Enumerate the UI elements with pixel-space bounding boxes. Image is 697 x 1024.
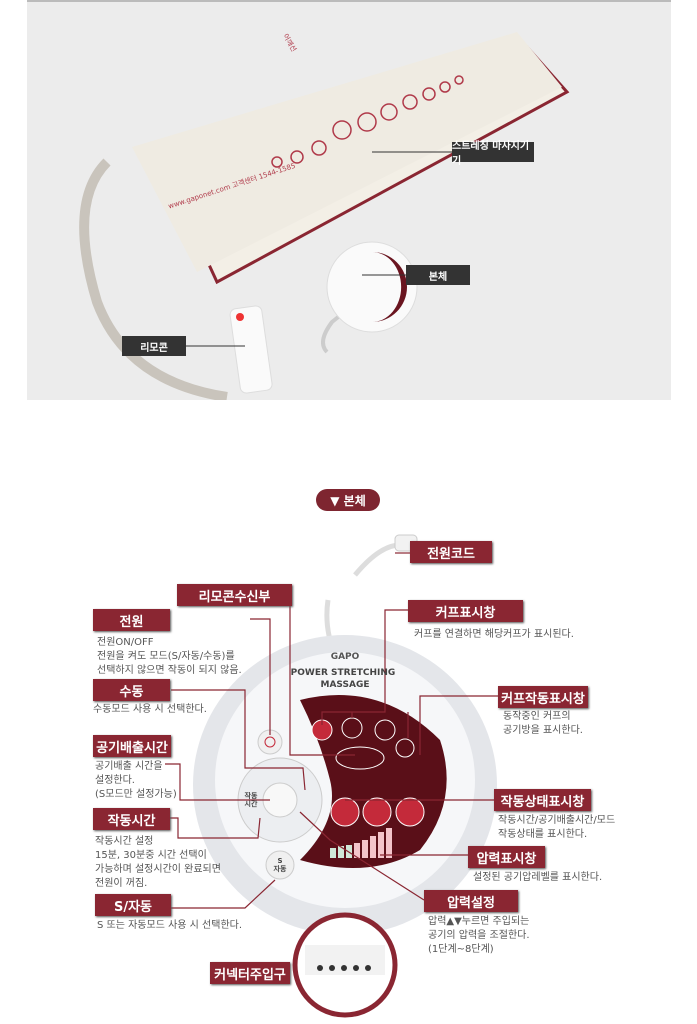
label-s-auto: S/자동 (95, 894, 171, 916)
desc-cup-display: 커프를 연결하면 해당커프가 표시된다. (414, 629, 574, 640)
section-title: ▼ 본체 (316, 489, 380, 511)
label-cup-display: 커프표시창 (408, 600, 523, 622)
desc-air-release: 공기배출 시간을 설정한다. (S모드만 설정가능) (95, 761, 177, 800)
label-connector: 커넥터주입구 (210, 962, 290, 984)
desc-power: 전원ON/OFF 전원을 켜도 모드(S/자동/수동)를 선택하지 않으면 작동… (97, 637, 242, 676)
desc-cup-operation: 동작중인 커프의 공기방을 표시한다. (503, 711, 583, 736)
label-remote-receiver: 리모콘수신부 (177, 584, 292, 606)
callout-remote: 리모콘 (122, 336, 186, 356)
product-photo: www.gaponet.com 고객센터 1544-1585 어깨선 스트레칭 … (27, 0, 671, 400)
mat-illustration (79, 32, 570, 400)
device-brand: GAPO (330, 652, 360, 662)
s-auto-button[interactable]: S 자동 (273, 857, 287, 873)
desc-pressure-display: 설정된 공기압레벨를 표시한다. (473, 872, 603, 883)
label-pressure-setting: 압력설정 (424, 890, 518, 912)
desc-operating-time: 작동시간 설정 15분, 30분중 시간 선택이 가능하며 설정시간이 완료되면… (95, 836, 221, 889)
label-manual: 수동 (93, 679, 170, 701)
label-operating-time: 작동시간 (93, 808, 170, 830)
callout-body: 본체 (406, 265, 470, 285)
desc-manual: 수동모드 사용 시 선택한다. (93, 704, 207, 715)
device-name-2: MASSAGE (320, 680, 370, 690)
label-power-cord: 전원코드 (410, 541, 492, 563)
label-status-display: 작동상태표시창 (494, 789, 591, 811)
desc-pressure-setting: 압력▲▼누르면 주입되는 공기의 압력을 조절한다. (1단계~8단계) (428, 916, 530, 955)
label-air-release: 공기배출시간 (93, 735, 171, 757)
desc-status-display: 작동시간/공기배출시간/모드 작동상태를 표시한다. (498, 815, 616, 840)
operating-time-button[interactable]: 작동 시간 (244, 792, 258, 808)
callout-mat: 스트레칭 마사지기기 (452, 141, 534, 167)
callout-lines (186, 151, 452, 347)
label-power: 전원 (93, 609, 170, 631)
label-cup-operation: 커프작동표시창 (498, 686, 588, 708)
label-pressure-display: 압력표시창 (468, 846, 545, 868)
device-name-1: POWER STRETCHING (290, 668, 396, 678)
desc-s-auto: S 또는 자동모드 사용 시 선택한다. (97, 920, 243, 931)
